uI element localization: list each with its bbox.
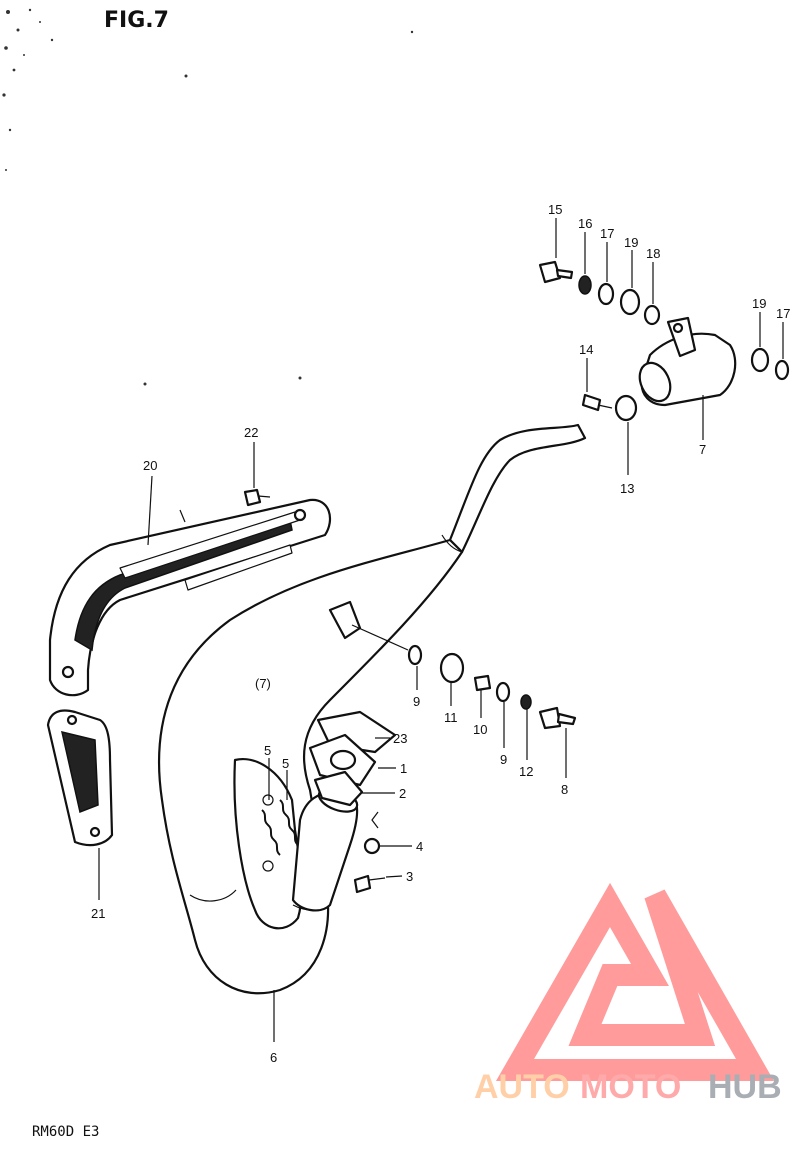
callout-17: 17 <box>776 306 790 321</box>
callout-11: 11 <box>444 710 458 725</box>
callout-21: 21 <box>91 906 105 921</box>
bolt-15 <box>538 260 574 284</box>
callout-5: 5 <box>264 743 271 758</box>
callout-22: 22 <box>244 425 258 440</box>
watermark-logo: AUTO MOTO HUB <box>474 882 782 1106</box>
callout-23: 23 <box>393 731 407 746</box>
grommet-19b <box>750 347 770 373</box>
callout-9: 9 <box>500 752 507 767</box>
nut-4 <box>363 837 381 855</box>
grommet-11 <box>439 652 465 684</box>
callout-20: 20 <box>143 458 157 473</box>
callout-18: 18 <box>646 246 660 261</box>
washer-16 <box>578 275 592 295</box>
pipe-annotation: (7) <box>255 676 271 691</box>
collar-18 <box>643 304 661 326</box>
callout-10: 10 <box>473 722 487 737</box>
callout-2: 2 <box>399 786 406 801</box>
callout-6: 6 <box>270 1050 277 1065</box>
callout-13: 13 <box>620 481 634 496</box>
callout-19: 19 <box>752 296 766 311</box>
watermark-text-auto: AUTO <box>474 1068 570 1106</box>
leader-lines <box>98 218 784 1042</box>
springs-5 <box>261 794 299 872</box>
watermark-text-hub: HUB <box>708 1068 782 1106</box>
small-guard <box>46 709 114 847</box>
bolt-8 <box>538 706 577 730</box>
washer-17b <box>774 359 790 381</box>
scan-noise <box>2 8 414 386</box>
callout-9: 9 <box>413 694 420 709</box>
collar-10 <box>473 674 492 692</box>
callout-3: 3 <box>406 869 413 884</box>
washer-17a <box>597 282 615 306</box>
callout-15: 15 <box>548 202 562 217</box>
callout-17: 17 <box>600 226 614 241</box>
callout-labels: 15 16 17 19 18 19 17 14 7 13 22 20 9 11 … <box>91 202 790 1065</box>
callout-8: 8 <box>561 782 568 797</box>
washer-9a <box>407 644 423 666</box>
clamp-bolt <box>581 393 613 412</box>
grommet-19a <box>619 288 641 316</box>
watermark-text-moto: MOTO <box>580 1068 681 1106</box>
figure-title: FIG.7 <box>104 8 169 33</box>
bolt-22 <box>243 488 271 507</box>
muffler <box>638 316 737 407</box>
gasket-2 <box>313 770 364 807</box>
callout-7: 7 <box>699 442 706 457</box>
callout-5: 5 <box>282 756 289 771</box>
heat-guard <box>48 498 332 697</box>
callout-19: 19 <box>624 235 638 250</box>
callout-16: 16 <box>578 216 592 231</box>
washer-12 <box>520 694 532 710</box>
pipe-bracket <box>328 600 362 640</box>
callout-1: 1 <box>400 761 407 776</box>
washer-9b <box>495 681 511 703</box>
clamp <box>614 394 638 422</box>
callout-12: 12 <box>519 764 533 779</box>
model-code: RM60D E3 <box>32 1124 99 1140</box>
callout-4: 4 <box>416 839 423 854</box>
stud-3 <box>353 874 386 894</box>
exhaust-pipe <box>158 423 587 995</box>
callout-14: 14 <box>579 342 593 357</box>
